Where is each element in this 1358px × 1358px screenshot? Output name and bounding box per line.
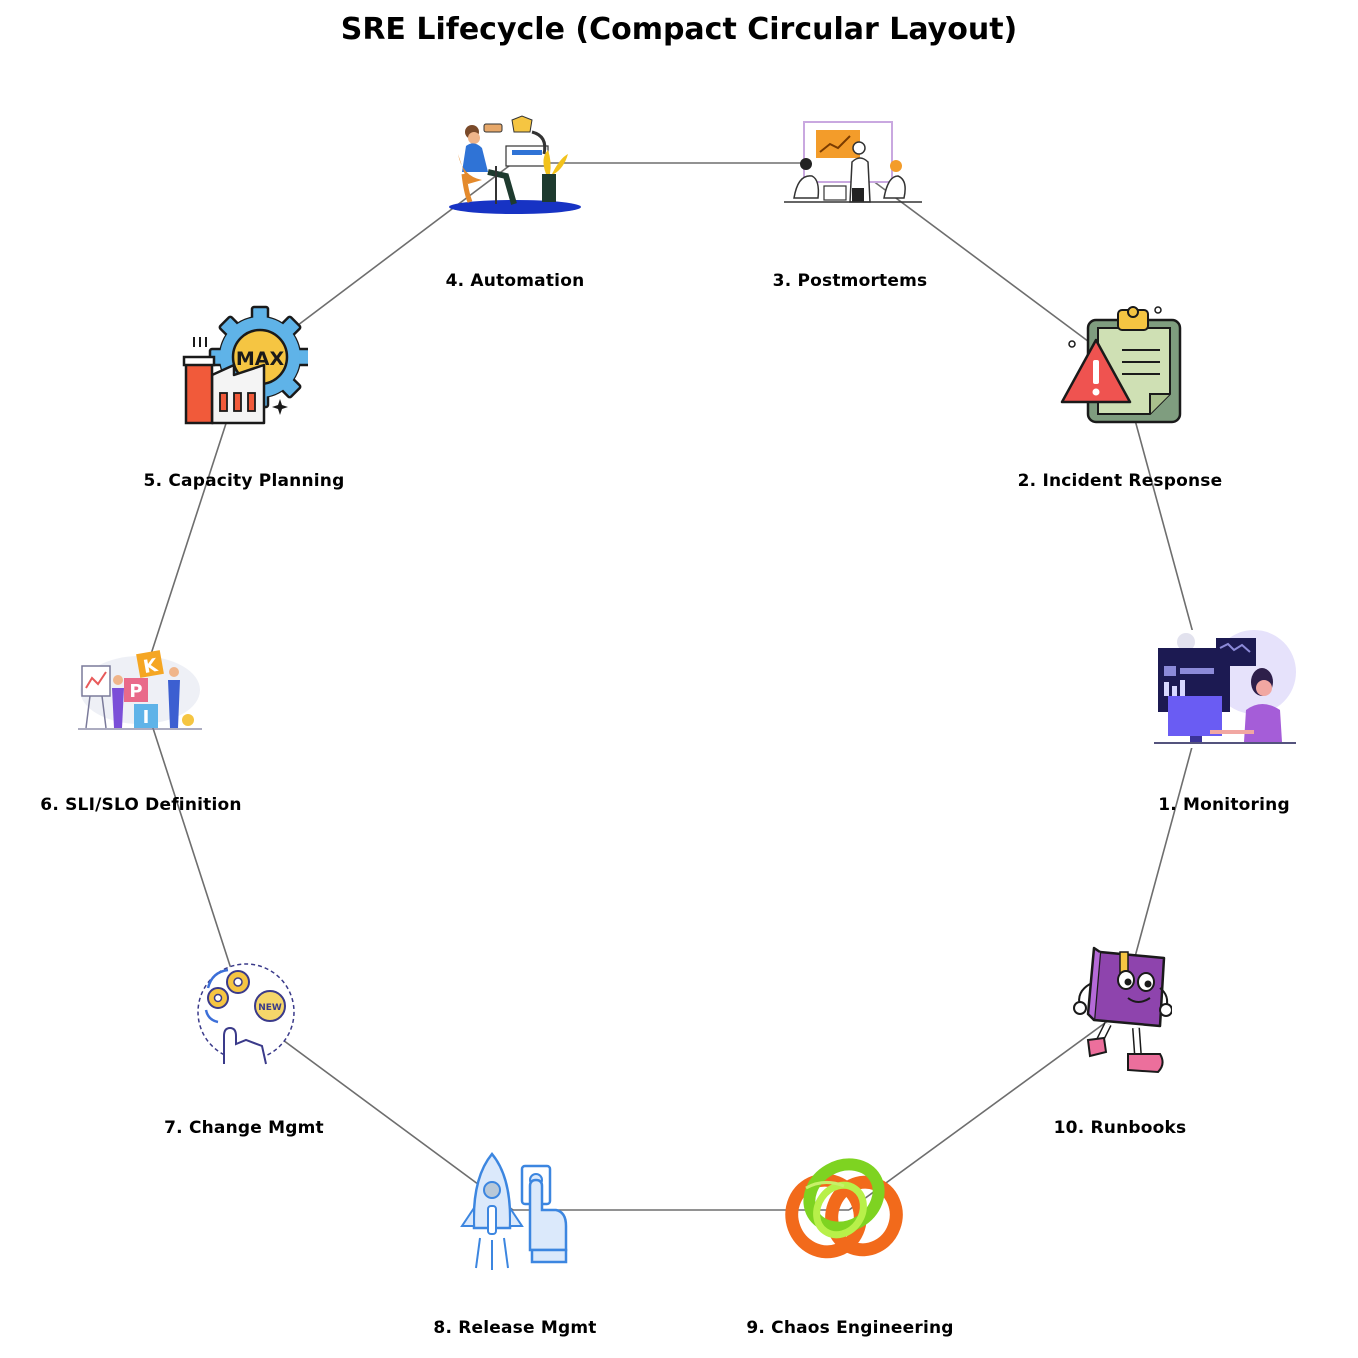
step-label-postmortems: 3. Postmortems xyxy=(772,271,928,291)
svg-text:MAX: MAX xyxy=(236,348,285,370)
svg-text:NEW: NEW xyxy=(258,1003,282,1013)
svg-text:P: P xyxy=(129,681,142,702)
step-label-release-mgmt: 8. Release Mgmt xyxy=(433,1318,597,1338)
step-label-runbooks: 10. Runbooks xyxy=(1053,1118,1187,1138)
rocket-launch-button-icon xyxy=(460,1152,568,1270)
step-label-sli-slo-definition: 6. SLI/SLO Definition xyxy=(40,795,242,815)
svg-text:I: I xyxy=(143,707,150,728)
gear-change-hand-icon: NEW xyxy=(197,963,295,1065)
step-label-automation: 4. Automation xyxy=(445,271,585,291)
diagram-title: SRE Lifecycle (Compact Circular Layout) xyxy=(340,12,1018,47)
step-label-capacity-planning: 5. Capacity Planning xyxy=(143,471,345,491)
svg-text:K: K xyxy=(142,655,160,678)
tangled-rings-icon xyxy=(785,1158,903,1259)
automation-worker-icon xyxy=(449,115,581,214)
team-meeting-presentation-icon xyxy=(784,121,922,203)
step-label-chaos-engineering: 9. Chaos Engineering xyxy=(746,1318,954,1338)
connector-6-7 xyxy=(139,687,246,1013)
monitoring-dashboard-person-icon xyxy=(1150,630,1300,748)
connector-9-10 xyxy=(848,1011,1121,1211)
connector-7-8 xyxy=(244,1011,514,1211)
max-gear-factory-icon: MAX xyxy=(182,305,308,425)
step-label-incident-response: 2. Incident Response xyxy=(1017,471,1223,491)
kpi-blocks-icon: K P I xyxy=(78,650,202,730)
clipboard-warning-icon xyxy=(1060,306,1182,424)
step-label-monitoring: 1. Monitoring xyxy=(1158,795,1290,815)
step-label-change-mgmt: 7. Change Mgmt xyxy=(164,1118,324,1138)
running-book-icon xyxy=(1073,946,1172,1074)
